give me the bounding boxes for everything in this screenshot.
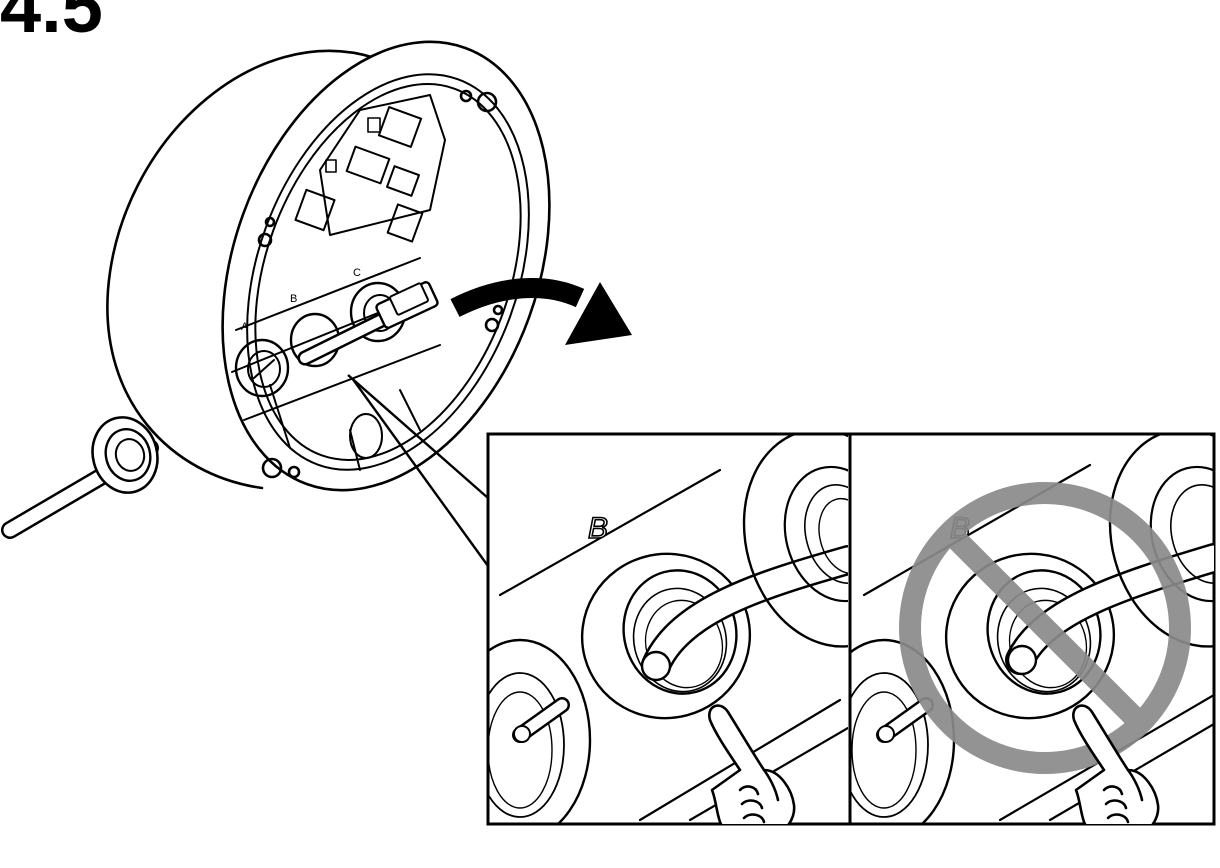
- panel-incorrect: B: [850, 434, 1214, 824]
- pointing-hand-icon: [1072, 704, 1160, 824]
- mounting-box: [106, 40, 551, 492]
- rotate-arrow-icon: [450, 277, 632, 345]
- panel-correct-port-label: B: [588, 512, 608, 545]
- prohibited-icon: [899, 482, 1191, 774]
- port-label-b: B: [290, 293, 297, 305]
- network-cable: [297, 281, 439, 366]
- side-cable: [1, 416, 159, 539]
- pointing-hand-icon: [708, 704, 796, 824]
- port-label-a: A: [241, 321, 249, 333]
- panel-correct: B: [488, 434, 848, 824]
- callout-pointer: [347, 374, 489, 567]
- port-label-c: C: [353, 267, 361, 279]
- step-number: 4.5: [0, 0, 103, 48]
